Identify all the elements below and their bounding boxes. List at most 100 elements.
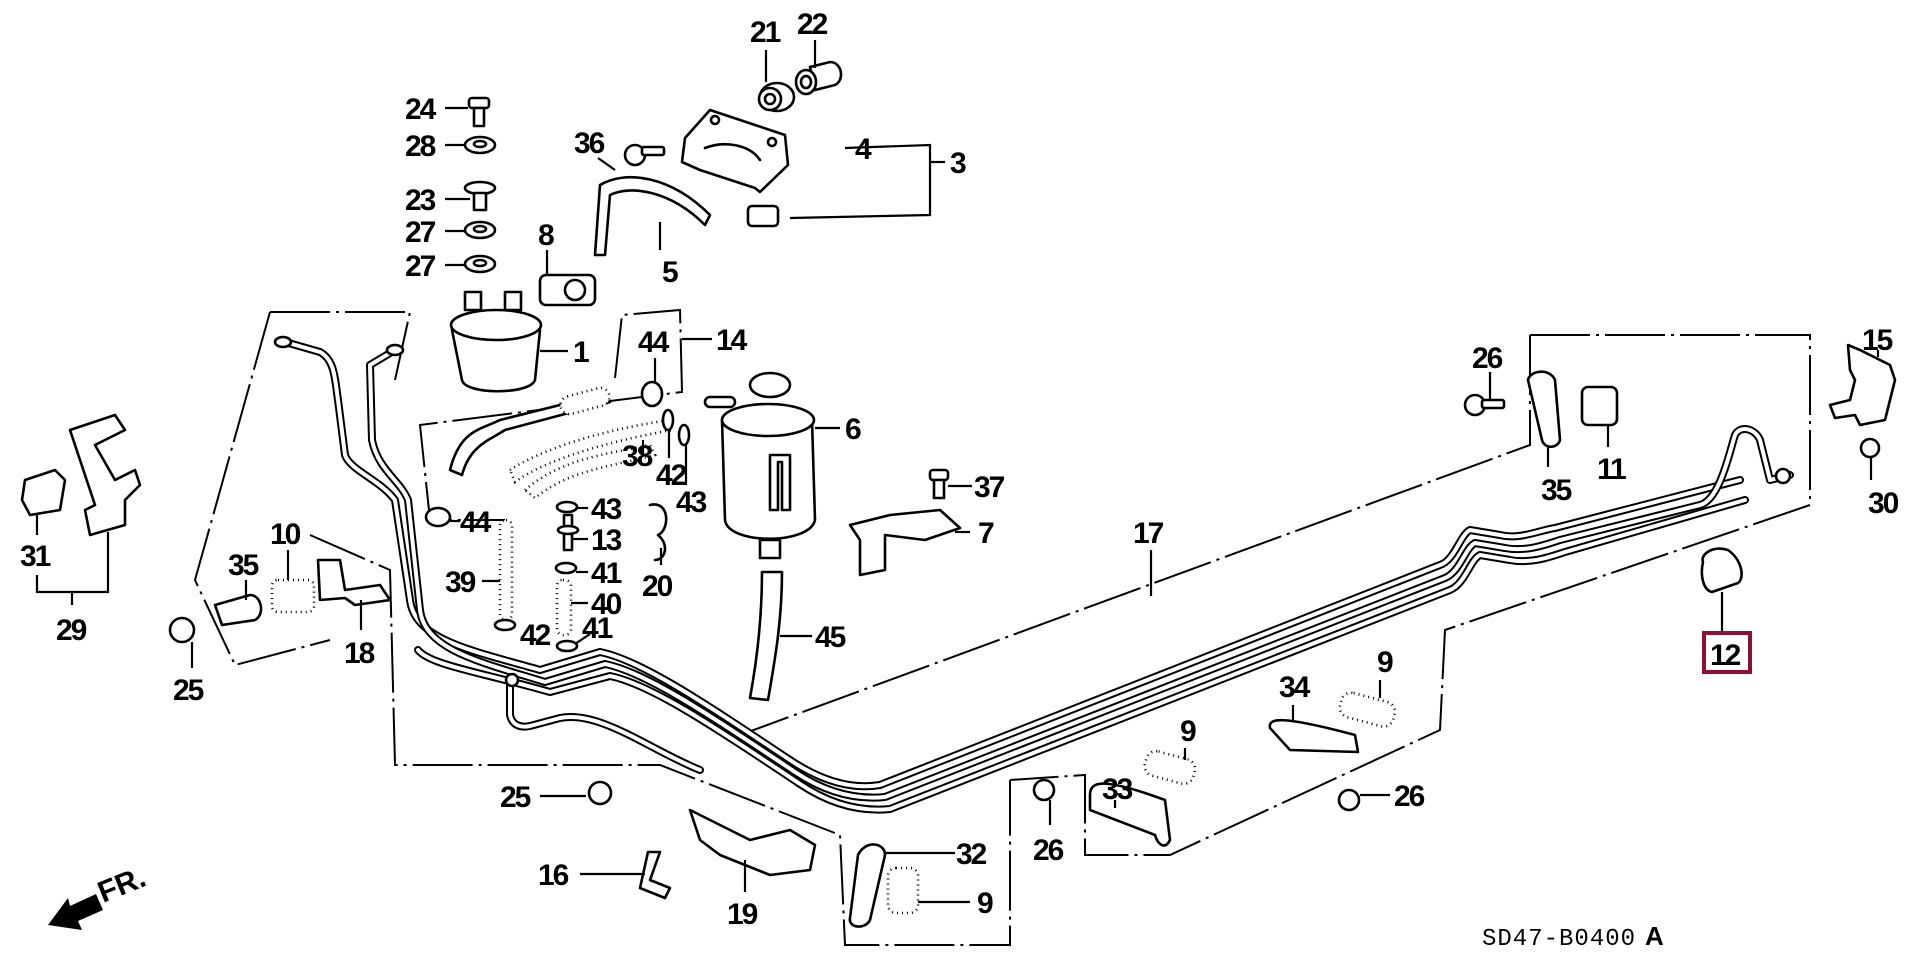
callout-42b[interactable]: 42 (520, 619, 553, 652)
part-30-bolt (1859, 437, 1881, 459)
part-9-rubber-b (1143, 749, 1197, 786)
callout-45[interactable]: 45 (815, 621, 848, 654)
callout-36[interactable]: 36 (574, 127, 607, 160)
callout-28[interactable]: 28 (405, 130, 438, 163)
callout-35b[interactable]: 35 (228, 549, 261, 582)
part-32-clamp (848, 843, 887, 928)
callout-42a[interactable]: 42 (656, 459, 689, 492)
callout-16[interactable]: 16 (538, 859, 571, 892)
part-28-washer (463, 135, 497, 155)
callout-41a[interactable]: 41 (591, 557, 624, 590)
part-26-bolt-a (1463, 393, 1506, 417)
callout-39[interactable]: 39 (445, 566, 478, 599)
callout-44b[interactable]: 44 (460, 506, 494, 539)
part-41-clamp-b (555, 639, 579, 653)
callout-29[interactable]: 29 (56, 614, 89, 647)
callout-27b[interactable]: 27 (405, 250, 438, 283)
callout-43a[interactable]: 43 (676, 486, 709, 519)
front-direction-indicator: FR. (48, 861, 150, 930)
callout-9b[interactable]: 9 (1180, 715, 1198, 748)
callout-35a[interactable]: 35 (1541, 474, 1574, 507)
callout-31[interactable]: 31 (20, 540, 53, 573)
callout-8[interactable]: 8 (538, 219, 556, 252)
callout-14[interactable]: 14 (716, 324, 750, 357)
part-13-joint (556, 513, 580, 552)
callout-3[interactable]: 3 (950, 147, 968, 180)
callout-7[interactable]: 7 (978, 517, 996, 550)
group-outline-left (270, 311, 412, 381)
group-outline-right-top (739, 335, 1531, 736)
part-29-bracket (68, 413, 142, 537)
callout-37[interactable]: 37 (974, 471, 1007, 504)
callout-6[interactable]: 6 (845, 413, 863, 446)
group-outline-left-diag (193, 311, 331, 667)
part-18-bracket (316, 558, 392, 607)
callout-17[interactable]: 17 (1133, 517, 1166, 550)
callout-1[interactable]: 1 (573, 336, 591, 369)
callout-34[interactable]: 34 (1279, 671, 1313, 704)
group-bracket-3 (789, 143, 932, 220)
pipe-end-fitting-left2 (385, 343, 405, 357)
callout-32[interactable]: 32 (956, 838, 989, 871)
part-9-rubber-a (886, 866, 920, 915)
callout-9c[interactable]: 9 (1377, 646, 1395, 679)
callout-12[interactable]: 12 (1710, 639, 1743, 672)
callout-4[interactable]: 4 (855, 133, 874, 166)
callout-24[interactable]: 24 (405, 93, 439, 126)
callout-25a[interactable]: 25 (173, 674, 206, 707)
callout-15[interactable]: 15 (1862, 324, 1895, 357)
callout-22[interactable]: 22 (797, 8, 830, 41)
callout-9a[interactable]: 9 (977, 887, 995, 920)
part-31-clip (20, 468, 67, 517)
callout-19[interactable]: 19 (727, 898, 760, 931)
part-43-clamp (677, 423, 691, 447)
callout-21[interactable]: 21 (750, 16, 783, 49)
part-44-clip-top (640, 380, 664, 408)
callout-26b[interactable]: 26 (1033, 834, 1066, 867)
group-outline-18 (309, 534, 1011, 946)
part-42-clamp (661, 408, 675, 432)
callout-26c[interactable]: 26 (1394, 780, 1427, 813)
callout-26a[interactable]: 26 (1472, 342, 1505, 375)
callout-20[interactable]: 20 (642, 570, 675, 603)
part-9-rubber-c (1338, 691, 1397, 728)
part-43-clamp-b (555, 500, 579, 514)
fuel-pipe-assembly (273, 335, 1794, 814)
part-35-clamp-right (1526, 370, 1562, 449)
callout-10[interactable]: 10 (270, 518, 303, 551)
callout-33[interactable]: 33 (1102, 773, 1135, 806)
callout-25b[interactable]: 25 (500, 781, 533, 814)
callout-12-highlighted[interactable]: 12 (1702, 631, 1752, 674)
part-25-bolt-b (587, 780, 613, 806)
callout-30[interactable]: 30 (1868, 487, 1901, 520)
part-5-band (593, 175, 712, 257)
reference-code-text: SD47-B0400 (1482, 926, 1636, 953)
part-8-clamp (538, 273, 597, 307)
callout-38[interactable]: 38 (622, 440, 655, 473)
callout-41b[interactable]: 41 (582, 612, 615, 645)
callout-11[interactable]: 11 (1597, 453, 1628, 486)
highlight-box (1702, 631, 1752, 674)
front-label: FR. (93, 861, 150, 910)
callout-13[interactable]: 13 (591, 524, 624, 557)
callout-5[interactable]: 5 (662, 256, 680, 289)
part-33-clamp (1088, 782, 1172, 847)
part-39-hose (498, 518, 514, 622)
part-3-rubber (746, 204, 780, 228)
part-10-rubber (270, 578, 316, 614)
callout-23[interactable]: 23 (405, 184, 438, 217)
pipe-end-fitting (504, 672, 520, 688)
part-35-clamp-left (213, 593, 263, 627)
part-1-fuel-filter (449, 290, 543, 393)
callout-43b[interactable]: 43 (591, 493, 624, 526)
part-15-bracket (1828, 343, 1897, 427)
callout-18[interactable]: 18 (344, 637, 377, 670)
callout-labels: 21 22 24 28 23 27 27 36 8 5 4 3 1 44 14 … (20, 8, 1901, 931)
callout-27a[interactable]: 27 (405, 216, 438, 249)
callout-44a[interactable]: 44 (638, 326, 672, 359)
group-outline-right (1009, 334, 1811, 856)
part-20-clip (648, 503, 668, 562)
callout-40[interactable]: 40 (591, 588, 624, 621)
part-45-hose (748, 570, 784, 702)
part-38-hose (522, 443, 657, 500)
